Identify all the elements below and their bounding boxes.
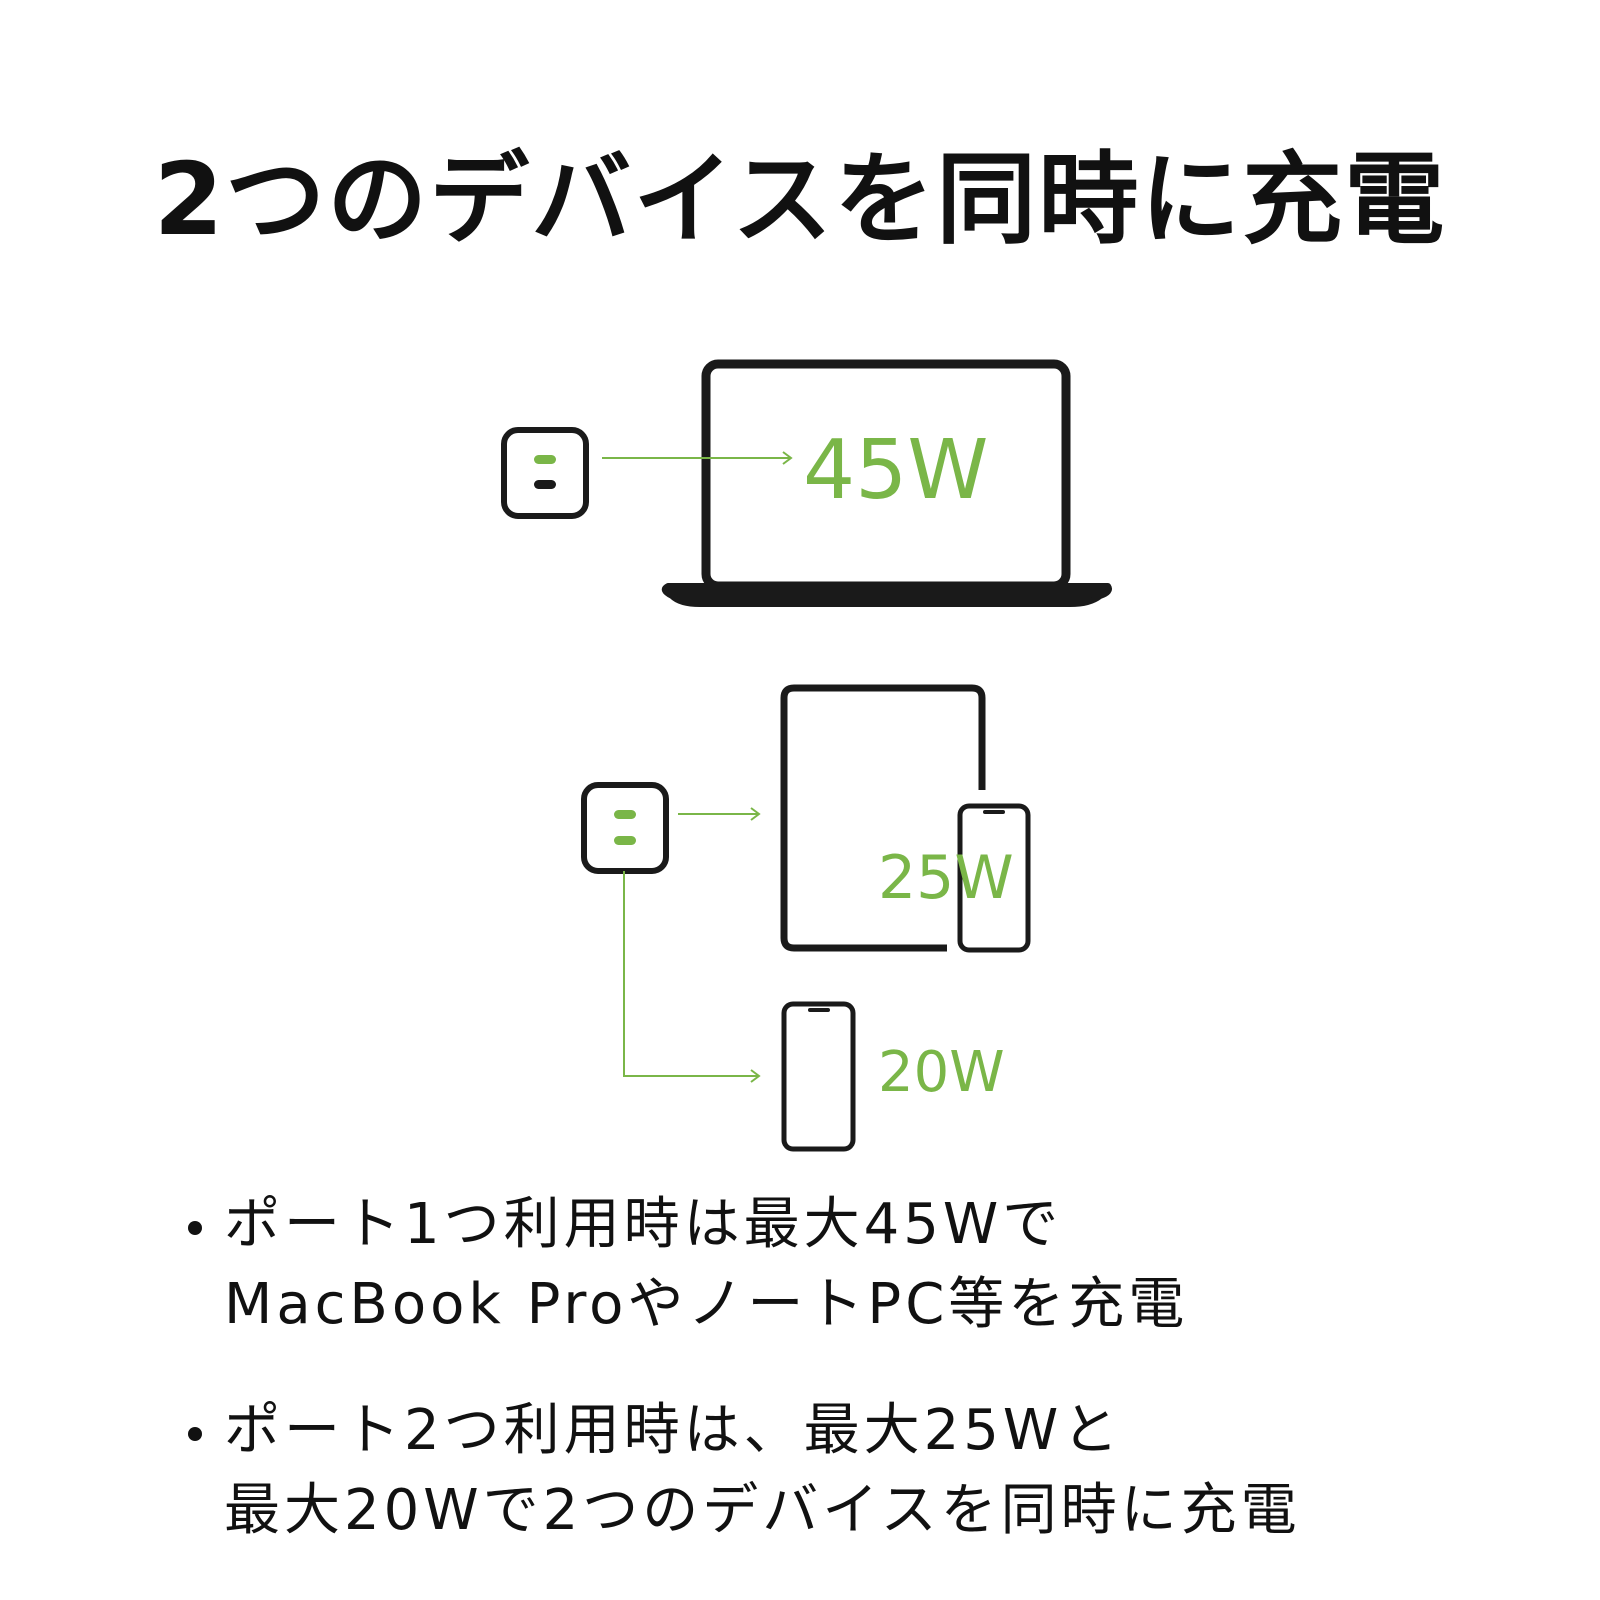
- page-title: 2つのデバイスを同時に充電: [153, 141, 1447, 258]
- bullet-dot: [188, 1221, 202, 1235]
- laptop-watt-label: 45W: [803, 423, 988, 518]
- tablet-watt-label: 25W: [878, 843, 1014, 913]
- feature-notes: ポート1つ利用時は最大45Wで MacBook ProやノートPC等を充電 ポー…: [188, 1185, 1488, 1597]
- laptop-icon: [661, 359, 1112, 607]
- charger-port-1: [614, 810, 636, 819]
- phone-body: [957, 803, 1031, 953]
- note-line: ポート1つ利用時は最大45Wで: [224, 1192, 1063, 1257]
- arrow-to-phone: [623, 871, 761, 1083]
- tablet-outline: [780, 684, 986, 952]
- laptop-base: [661, 583, 1112, 607]
- arrow-to-laptop: [602, 451, 793, 465]
- phone-watt-label: 20W: [878, 1040, 1005, 1105]
- smartphone-icon: [781, 1001, 856, 1152]
- smartphone-icon-over-tablet: [957, 803, 1031, 953]
- charger-body: [501, 427, 589, 519]
- usb-c-charger-icon: [501, 427, 589, 519]
- charger-port-1: [534, 455, 556, 464]
- arrow-to-tablet: [678, 807, 761, 821]
- charger-port-2: [534, 480, 556, 489]
- note-dual-port: ポート2つ利用時は、最大25Wと 最大20Wで2つのデバイスを同時に充電: [188, 1391, 1488, 1551]
- charger-body: [581, 782, 669, 874]
- bullet-dot: [188, 1427, 202, 1441]
- tablet-icon: [780, 684, 986, 952]
- charger-port-2: [614, 836, 636, 845]
- note-line: MacBook ProやノートPC等を充電: [224, 1272, 1189, 1337]
- usb-c-charger-icon-dual: [581, 782, 669, 874]
- note-line: ポート2つ利用時は、最大25Wと: [224, 1398, 1123, 1463]
- note-line: 最大20Wで2つのデバイスを同時に充電: [224, 1478, 1301, 1543]
- phone-body: [781, 1001, 856, 1152]
- note-single-port: ポート1つ利用時は最大45Wで MacBook ProやノートPC等を充電: [188, 1185, 1488, 1345]
